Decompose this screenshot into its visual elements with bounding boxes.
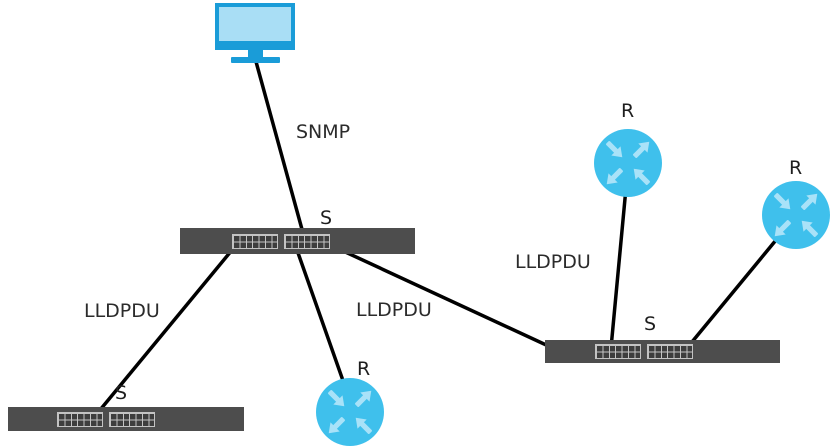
port-group bbox=[109, 412, 155, 427]
monitor-base bbox=[230, 57, 280, 63]
router-top bbox=[594, 129, 662, 197]
lldpdu-link-label-right: LLDPDU bbox=[515, 251, 591, 273]
port-group bbox=[232, 234, 278, 249]
link-switch-main-to-switch-left bbox=[98, 248, 234, 412]
router-bottom-label: R bbox=[357, 358, 371, 380]
monitor-stand bbox=[247, 50, 263, 57]
link-router-top-to-switch-right bbox=[609, 187, 628, 349]
port-group bbox=[57, 412, 103, 427]
switch-right bbox=[545, 340, 780, 363]
port-group bbox=[284, 234, 330, 249]
switch-main bbox=[180, 228, 415, 254]
switch-left-label: S bbox=[115, 382, 128, 404]
link-switch-main-to-router-bottom bbox=[295, 249, 349, 393]
port-group bbox=[647, 344, 693, 359]
link-pc-to-switch-main bbox=[253, 57, 305, 234]
router-icon bbox=[594, 129, 662, 197]
switch-main-label: S bbox=[320, 207, 333, 229]
snmp-link-label: SNMP bbox=[296, 121, 351, 143]
switch-ports bbox=[232, 234, 330, 249]
router-top-label: R bbox=[621, 100, 635, 122]
link-router-right-to-switch-right bbox=[685, 232, 783, 350]
router-right-label: R bbox=[789, 157, 803, 179]
lldpdu-link-label-mid: LLDPDU bbox=[356, 299, 432, 321]
router-icon bbox=[316, 378, 384, 446]
switch-ports bbox=[595, 344, 693, 359]
router-icon bbox=[762, 181, 830, 249]
switch-left bbox=[8, 407, 244, 431]
switch-right-label: S bbox=[644, 313, 657, 335]
switch-ports bbox=[57, 412, 155, 427]
management-computer bbox=[215, 3, 295, 63]
monitor-screen-icon bbox=[215, 3, 295, 50]
link-switch-main-to-switch-right bbox=[340, 248, 558, 352]
lldpdu-link-label-left: LLDPDU bbox=[84, 300, 160, 322]
port-group bbox=[595, 344, 641, 359]
router-right bbox=[762, 181, 830, 249]
router-bottom bbox=[316, 378, 384, 446]
